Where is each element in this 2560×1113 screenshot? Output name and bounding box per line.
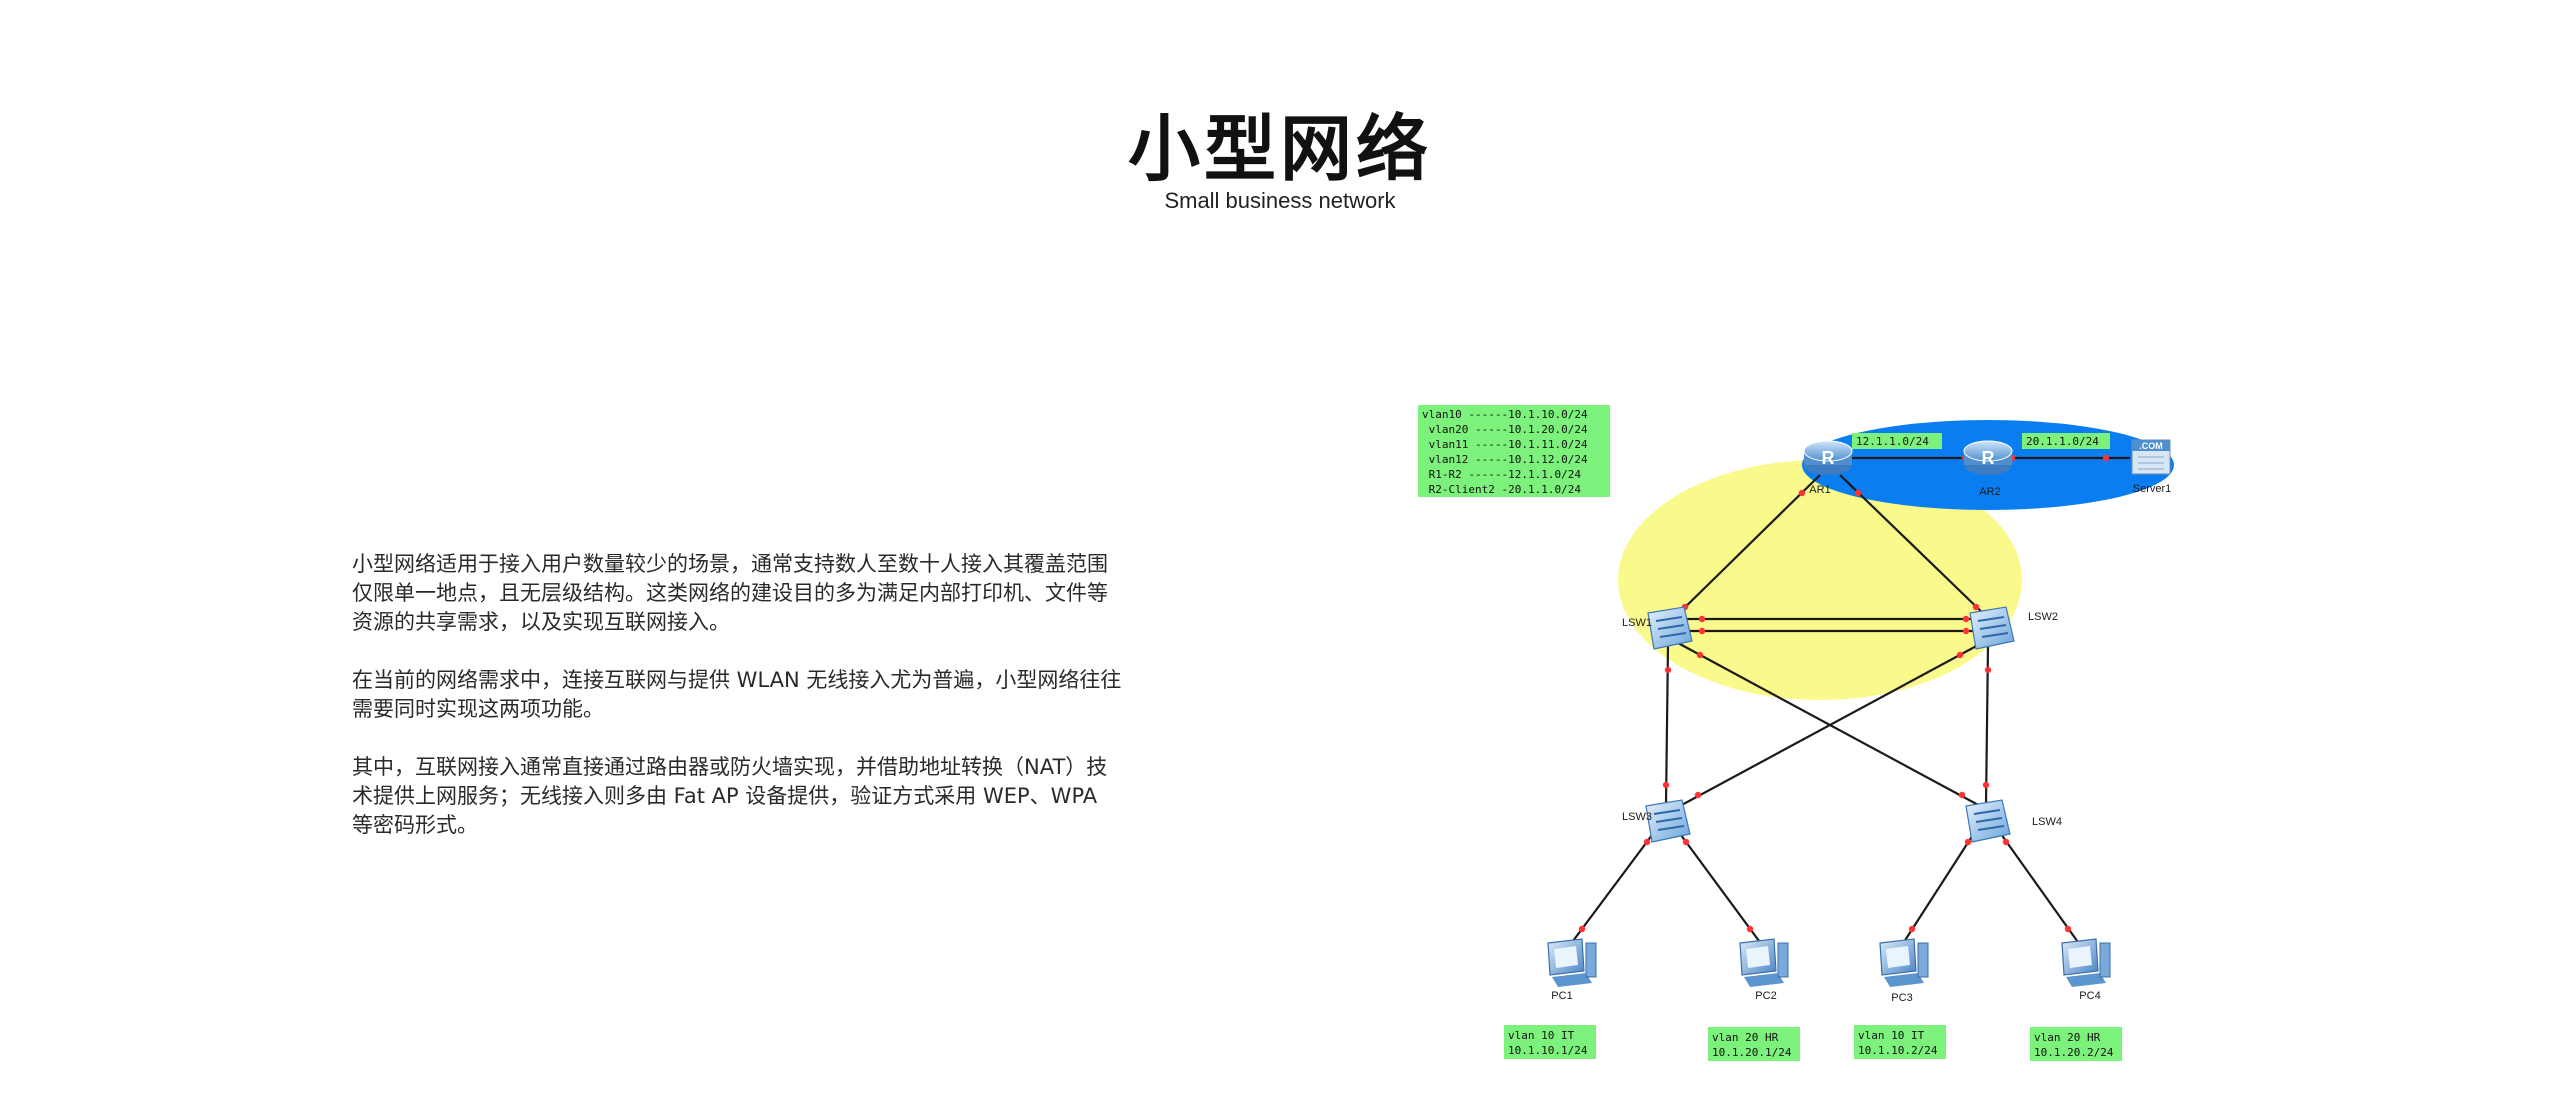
page-subtitle: Small business network	[1164, 188, 1396, 213]
svg-text:vlan 20 HR: vlan 20 HR	[1712, 1031, 1779, 1044]
link-label-ar2-server: 20.1.1.0/24	[2022, 433, 2110, 449]
pc-icon[interactable]	[1547, 938, 1597, 987]
legend-line: vlan10 ------10.1.10.0/24	[1422, 408, 1588, 421]
link-lsw4-pc3	[1901, 826, 1979, 946]
label-lsw3: LSW3	[1622, 811, 1652, 823]
switch-icon[interactable]	[1647, 606, 1693, 650]
link-lsw3-pc2	[1674, 826, 1763, 946]
svg-text:10.1.10.1/24: 10.1.10.1/24	[1508, 1044, 1588, 1057]
server-badge: .COM	[2139, 441, 2163, 451]
switch-icon[interactable]	[1645, 799, 1691, 843]
svg-text:10.1.20.2/24: 10.1.20.2/24	[2034, 1046, 2114, 1059]
svg-text:vlan 10 IT: vlan 10 IT	[1858, 1029, 1925, 1042]
server-icon[interactable]: .COM	[2131, 439, 2171, 475]
label-pc3: PC3	[1891, 992, 1912, 1004]
network-topology-diagram: R R .COM	[1400, 395, 2200, 1075]
label-server1: Server1	[2133, 483, 2172, 495]
vlan-legend: vlan10 ------10.1.10.0/24 vlan20 -----10…	[1418, 405, 1610, 497]
legend-line: R1-R2 ------12.1.1.0/24	[1422, 468, 1581, 481]
legend-line: vlan11 -----10.1.11.0/24	[1422, 438, 1588, 451]
legend-line: vlan20 -----10.1.20.0/24	[1422, 423, 1588, 436]
label-ar1: AR1	[1809, 484, 1830, 496]
paragraph-1: 小型网络适用于接入用户数量较少的场景，通常支持数人至数十人接入其覆盖范围仅限单一…	[352, 552, 1108, 634]
topology-svg: R R .COM	[1418, 405, 2174, 1061]
label-lsw2: LSW2	[2028, 611, 2058, 623]
page-title: 小型网络	[1127, 107, 1432, 191]
pc-icon[interactable]	[1879, 938, 1929, 987]
svg-text:vlan 10 IT: vlan 10 IT	[1508, 1029, 1575, 1042]
link-lsw2-lsw3	[1677, 642, 1983, 808]
paragraph-3: 其中，互联网接入通常直接通过路由器或防火墙实现，并借助地址转换（NAT）技术提供…	[352, 755, 1108, 837]
pc-icon[interactable]	[2061, 938, 2111, 987]
svg-text:12.1.1.0/24: 12.1.1.0/24	[1856, 435, 1929, 448]
svg-text:R: R	[1982, 448, 1995, 468]
link-label-ar1-ar2: 12.1.1.0/24	[1852, 433, 1942, 449]
legend-line: vlan12 -----10.1.12.0/24	[1422, 453, 1588, 466]
svg-text:10.1.10.2/24: 10.1.10.2/24	[1858, 1044, 1938, 1057]
switch-icon[interactable]	[1965, 799, 2011, 843]
label-pc1: PC1	[1551, 990, 1572, 1002]
pc1-tag: vlan 10 IT 10.1.10.1/24	[1504, 1025, 1596, 1059]
label-lsw1: LSW1	[1622, 617, 1652, 629]
core-zone	[1618, 460, 2022, 700]
switch-icon[interactable]	[1969, 606, 2015, 650]
label-ar2: AR2	[1979, 486, 2000, 498]
link-ar1-lsw2	[1839, 474, 1991, 621]
label-pc2: PC2	[1755, 990, 1776, 1002]
pc-icon[interactable]	[1739, 938, 1789, 987]
svg-text:10.1.20.1/24: 10.1.20.1/24	[1712, 1046, 1792, 1059]
link-lsw3-pc1	[1569, 826, 1659, 946]
router-icon[interactable]: R	[1803, 440, 1853, 475]
pc2-tag: vlan 20 HR 10.1.20.1/24	[1708, 1027, 1800, 1061]
paragraph-2: 在当前的网络需求中，连接互联网与提供 WLAN 无线接入尤为普遍，小型网络往往需…	[352, 668, 1122, 721]
svg-text:20.1.1.0/24: 20.1.1.0/24	[2026, 435, 2099, 448]
link-lsw4-pc4	[1995, 826, 2081, 946]
svg-text:vlan 20 HR: vlan 20 HR	[2034, 1031, 2101, 1044]
pc4-tag: vlan 20 HR 10.1.20.2/24	[2030, 1027, 2122, 1061]
pc3-tag: vlan 10 IT 10.1.10.2/24	[1854, 1025, 1946, 1059]
description: 小型网络适用于接入用户数量较少的场景，通常支持数人至数十人接入其覆盖范围仅限单一…	[352, 550, 1122, 869]
label-lsw4: LSW4	[2032, 816, 2062, 828]
svg-text:R: R	[1822, 448, 1835, 468]
legend-line: R2-Client2 -20.1.1.0/24	[1422, 483, 1581, 496]
label-pc4: PC4	[2079, 990, 2100, 1002]
header: 小型网络 Small business network	[0, 108, 2560, 214]
link-ar1-lsw1	[1671, 474, 1821, 621]
router-icon[interactable]: R	[1963, 440, 2013, 475]
